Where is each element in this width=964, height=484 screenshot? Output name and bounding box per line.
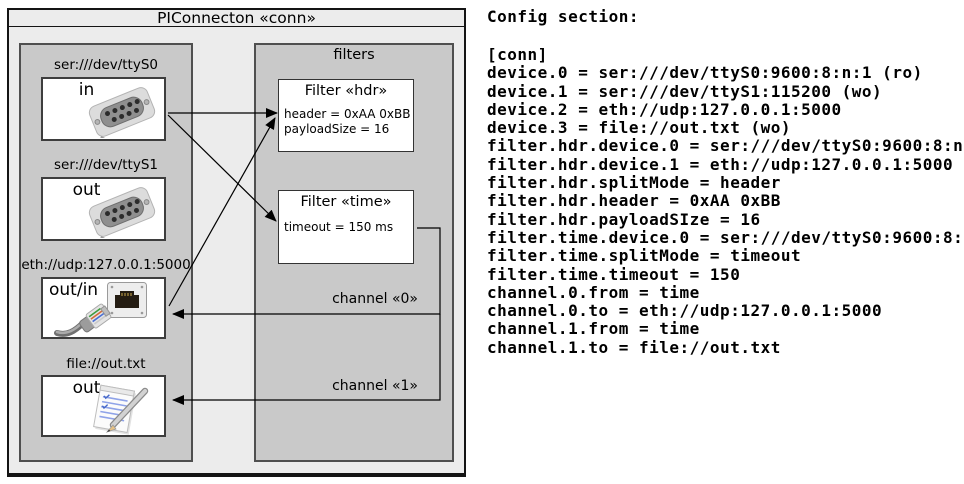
device-direction: out/in	[49, 280, 99, 300]
device-node-ser-ttys1: out	[41, 177, 166, 241]
filters-group: filters Filter «hdr» header = 0xAA 0xBB …	[254, 43, 454, 462]
config-line: channel.0.to = eth://udp:127.0.0.1:5000	[487, 301, 883, 321]
filter-node-hdr: Filter «hdr» header = 0xAA 0xBB payloadS…	[278, 79, 414, 152]
devices-group: ser:///dev/ttyS0 in	[19, 43, 193, 462]
ethernet-port-icon	[107, 282, 147, 318]
config-line: filter.time.splitMode = timeout	[487, 246, 802, 266]
device-node-ser-ttys0: in	[41, 77, 166, 141]
filter-node-time: Filter «time» timeout = 150 ms	[278, 190, 414, 264]
channel-1-label: channel «1»	[332, 378, 418, 394]
device-url-label-file: file://out.txt	[66, 356, 146, 372]
filter-time-title: Filter «time»	[300, 194, 392, 210]
filter-attr: header = 0xAA 0xBB	[284, 107, 411, 121]
filter-hdr-attributes: header = 0xAA 0xBB payloadSize = 16	[284, 107, 411, 136]
channel-0-label: channel «0»	[332, 291, 418, 307]
config-line: channel.0.from = time	[487, 282, 700, 302]
config-line: filter.time.device.0 = ser:///dev/ttyS0:…	[487, 227, 964, 247]
config-line: channel.1.to = file://out.txt	[487, 337, 781, 357]
filter-attr: timeout = 150 ms	[284, 220, 394, 234]
config-line: device.3 = file://out.txt (wo)	[487, 118, 791, 138]
config-line: filter.hdr.header = 0xAA 0xBB	[487, 191, 781, 211]
ethernet-cable-icon	[54, 303, 112, 337]
config-line: filter.hdr.device.0 = ser:///dev/ttyS0:9…	[487, 136, 964, 156]
device-direction: out	[72, 378, 101, 398]
device-direction: in	[78, 80, 95, 100]
device-url-label-eth: eth://udp:127.0.0.1:5000	[21, 257, 191, 273]
config-line: device.0 = ser:///dev/ttyS0:9600:8:n:1 (…	[487, 63, 923, 83]
filter-attr: payloadSize = 16	[284, 121, 390, 136]
config-line: filter.time.timeout = 150	[487, 264, 741, 284]
title-separator	[9, 26, 464, 27]
config-heading: Config section:	[487, 7, 639, 26]
serial-connector-icon	[88, 187, 156, 238]
config-line: channel.1.from = time	[487, 319, 700, 339]
config-section: Config section: [conn]device.0 = ser:///…	[487, 7, 964, 357]
diagram-title: PIConnecton «conn»	[157, 9, 316, 27]
device-node-file-out: out	[41, 375, 166, 437]
config-lines: [conn]device.0 = ser:///dev/ttyS0:9600:8…	[487, 45, 964, 357]
config-line: device.1 = ser:///dev/ttyS1:115200 (wo)	[487, 81, 883, 101]
config-line: filter.hdr.splitMode = header	[487, 173, 781, 193]
device-url-label-ttys0: ser:///dev/ttyS0	[54, 57, 158, 73]
config-line: filter.hdr.device.1 = eth://udp:127.0.0.…	[487, 154, 954, 174]
device-direction: out	[72, 180, 101, 200]
config-line: filter.hdr.payloadSIze = 16	[487, 209, 761, 229]
notepad-icon	[93, 384, 149, 435]
config-line: device.2 = eth://udp:127.0.0.1:5000	[487, 99, 842, 119]
device-node-eth-udp: out/in	[41, 277, 166, 339]
filter-hdr-title: Filter «hdr»	[304, 83, 388, 99]
config-line: [conn]	[487, 45, 548, 64]
serial-connector-icon	[88, 87, 156, 138]
filters-group-title: filters	[333, 47, 375, 63]
filter-time-attributes: timeout = 150 ms	[284, 220, 411, 235]
device-url-label-ttys1: ser:///dev/ttyS1	[54, 157, 158, 173]
piconnecton-box: PIConnecton «conn» ser:///dev/ttyS0 in	[7, 8, 466, 477]
